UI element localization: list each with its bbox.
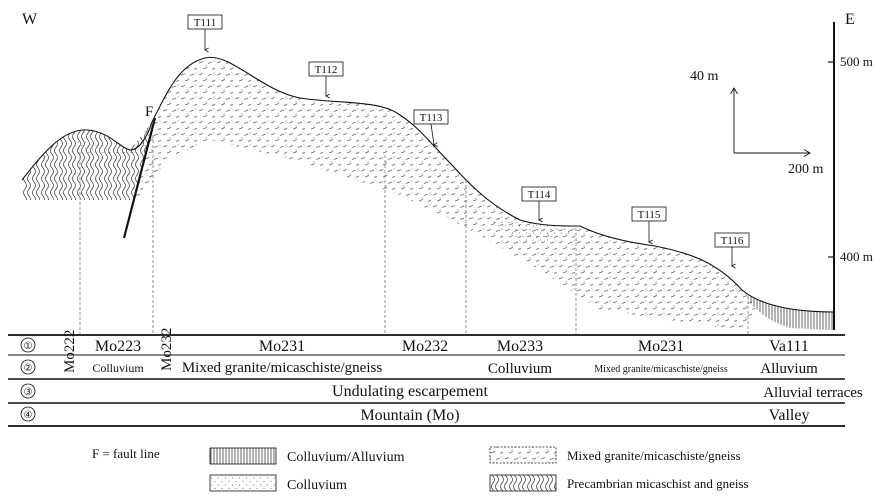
row-number-2: ② bbox=[24, 363, 33, 374]
lithology-colluvium-a: Colluvium bbox=[92, 361, 144, 375]
transect-t114: T114 bbox=[521, 186, 557, 220]
lithology-alluvium: Alluvium bbox=[760, 361, 818, 377]
region-valley: Valley bbox=[769, 407, 810, 424]
landform-alluvial-terraces: Alluvial terraces bbox=[763, 385, 863, 401]
elevation-400-label: 400 m bbox=[840, 249, 873, 264]
legend-swatch-colluvium-alluvium bbox=[209, 447, 277, 465]
elevation-axis bbox=[828, 22, 835, 330]
unit-code-mo232-a: Mo232 bbox=[159, 328, 175, 371]
surface-profile-line bbox=[21, 56, 835, 313]
lithology-mixed-granite-a: Mixed granite/micaschiste/gneiss bbox=[182, 360, 383, 376]
transect-t111-label: T111 bbox=[194, 17, 216, 29]
colluvium-alluvium-unit bbox=[748, 295, 834, 330]
scale-indicator bbox=[730, 87, 811, 157]
transect-t114-label: T114 bbox=[528, 189, 551, 201]
transect-t113-label: T113 bbox=[420, 112, 443, 124]
unit-code-mo223: Mo223 bbox=[95, 338, 141, 355]
landform-escarpment: Undulating escarpement bbox=[332, 383, 489, 400]
fault-line bbox=[122, 117, 157, 239]
row-number-3: ③ bbox=[24, 387, 33, 398]
unit-code-mo233: Mo233 bbox=[497, 338, 543, 355]
legend: F = fault line Colluvium/Alluvium Colluv… bbox=[92, 446, 749, 493]
legend-mixed-granite-text: Mixed granite/micaschiste/gneiss bbox=[567, 448, 741, 463]
mixed-granite-unit bbox=[135, 57, 756, 330]
unit-code-va111: Va111 bbox=[769, 338, 809, 355]
precambrian-unit bbox=[22, 122, 152, 200]
transect-t116: T116 bbox=[714, 232, 750, 266]
unit-code-mo231-b: Mo231 bbox=[638, 338, 684, 355]
scale-horizontal-label: 200 m bbox=[788, 162, 824, 177]
legend-swatch-mixed-granite bbox=[489, 446, 557, 464]
unit-code-mo231-a: Mo231 bbox=[259, 338, 305, 355]
legend-colluvium-alluvium-text: Colluvium/Alluvium bbox=[287, 450, 405, 465]
elevation-500-label: 500 m bbox=[840, 54, 873, 69]
transect-t113: T113 bbox=[413, 109, 449, 145]
legend-fault-text: F = fault line bbox=[92, 446, 160, 461]
lithology-colluvium-b: Colluvium bbox=[488, 361, 553, 377]
transect-t111: T111 bbox=[187, 14, 223, 50]
row-number-4: ④ bbox=[24, 410, 33, 421]
row-number-1: ① bbox=[24, 341, 33, 352]
transect-t116-label: T116 bbox=[721, 235, 744, 247]
attribute-table: ① ② ③ ④ Mo222 Mo223 Mo232 Mo231 Mo232 Mo… bbox=[8, 328, 863, 427]
legend-swatch-colluvium bbox=[209, 474, 277, 492]
legend-colluvium-text: Colluvium bbox=[287, 478, 347, 493]
transect-t112-label: T112 bbox=[315, 64, 338, 76]
legend-precambrian-text: Precambrian micaschist and gneiss bbox=[567, 476, 749, 491]
unit-code-mo232-b: Mo232 bbox=[402, 338, 448, 355]
lithology-mixed-granite-b: Mixed granite/micaschiste/gneiss bbox=[594, 364, 728, 375]
transect-t115-label: T115 bbox=[638, 209, 661, 221]
colluvium-pocket bbox=[78, 122, 152, 156]
fault-label: F bbox=[145, 104, 153, 120]
scale-vertical-label: 40 m bbox=[690, 69, 719, 84]
unit-boundaries bbox=[79, 135, 749, 334]
west-label: W bbox=[22, 11, 38, 28]
legend-swatch-precambrian bbox=[489, 474, 557, 492]
transect-t115: T115 bbox=[631, 206, 667, 242]
region-mountain: Mountain (Mo) bbox=[360, 407, 459, 424]
transect-t112: T112 bbox=[308, 61, 344, 96]
colluvium-deposit-t114 bbox=[490, 218, 580, 242]
unit-code-mo222: Mo222 bbox=[62, 330, 78, 373]
east-label: E bbox=[845, 11, 855, 28]
